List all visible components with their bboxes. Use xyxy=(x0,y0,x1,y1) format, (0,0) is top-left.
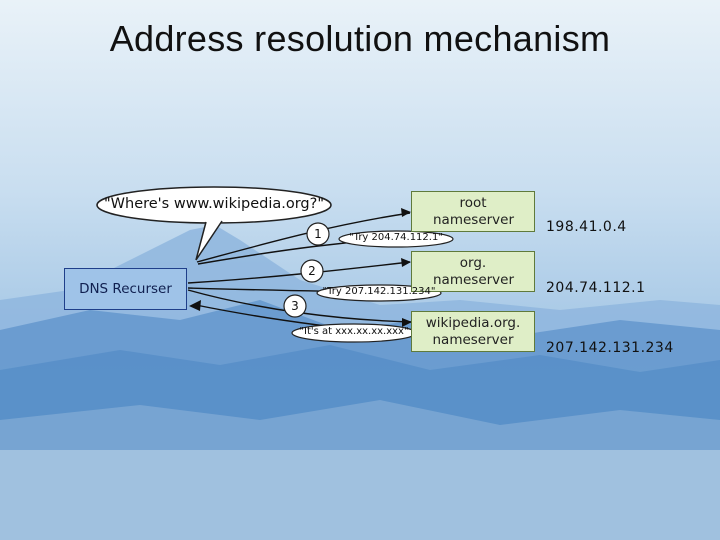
step-circle-3 xyxy=(283,294,307,318)
reply-2-text: "Try 207.142.131.234" xyxy=(322,286,436,297)
root-nameserver-box: root nameserver xyxy=(411,191,535,232)
arrowhead-return xyxy=(189,300,201,311)
arrow-2-out xyxy=(187,261,411,284)
root-nameserver-label: root nameserver xyxy=(433,194,515,228)
wikipedia-nameserver-box: wikipedia.org. nameserver xyxy=(411,311,535,352)
wikipedia-ip: 207.142.131.234 xyxy=(546,340,674,356)
step-3-label: 3 xyxy=(291,299,299,313)
wikipedia-nameserver-label: wikipedia.org. nameserver xyxy=(425,314,521,348)
arrowhead-3 xyxy=(402,318,412,327)
step-1-label: 1 xyxy=(314,227,322,241)
reply-3-text: "It's at xxx.xx.xx.xxx" xyxy=(299,326,409,337)
reply-1-text: "Try 204.74.112.1" xyxy=(349,232,443,243)
question-bubble-tail xyxy=(195,220,223,261)
root-ip: 198.41.0.4 xyxy=(546,219,627,235)
step-2-label: 2 xyxy=(308,264,316,278)
step-circle-1 xyxy=(306,222,330,246)
step-circle-2 xyxy=(300,259,324,283)
org-ip: 204.74.112.1 xyxy=(546,280,646,296)
arrow-1-out xyxy=(196,212,411,263)
slide-title: Address resolution mechanism xyxy=(109,18,611,59)
org-nameserver-box: org. nameserver xyxy=(411,251,535,292)
org-nameserver-label: org. nameserver xyxy=(433,254,515,288)
reply-bubble-1 xyxy=(338,230,454,248)
arrowhead-1 xyxy=(401,208,411,217)
arrowhead-2 xyxy=(401,258,411,267)
reply-bubble-2 xyxy=(316,284,442,302)
dns-recurser-box: DNS Recurser xyxy=(64,268,187,310)
question-text: "Where's www.wikipedia.org?" xyxy=(104,196,324,212)
